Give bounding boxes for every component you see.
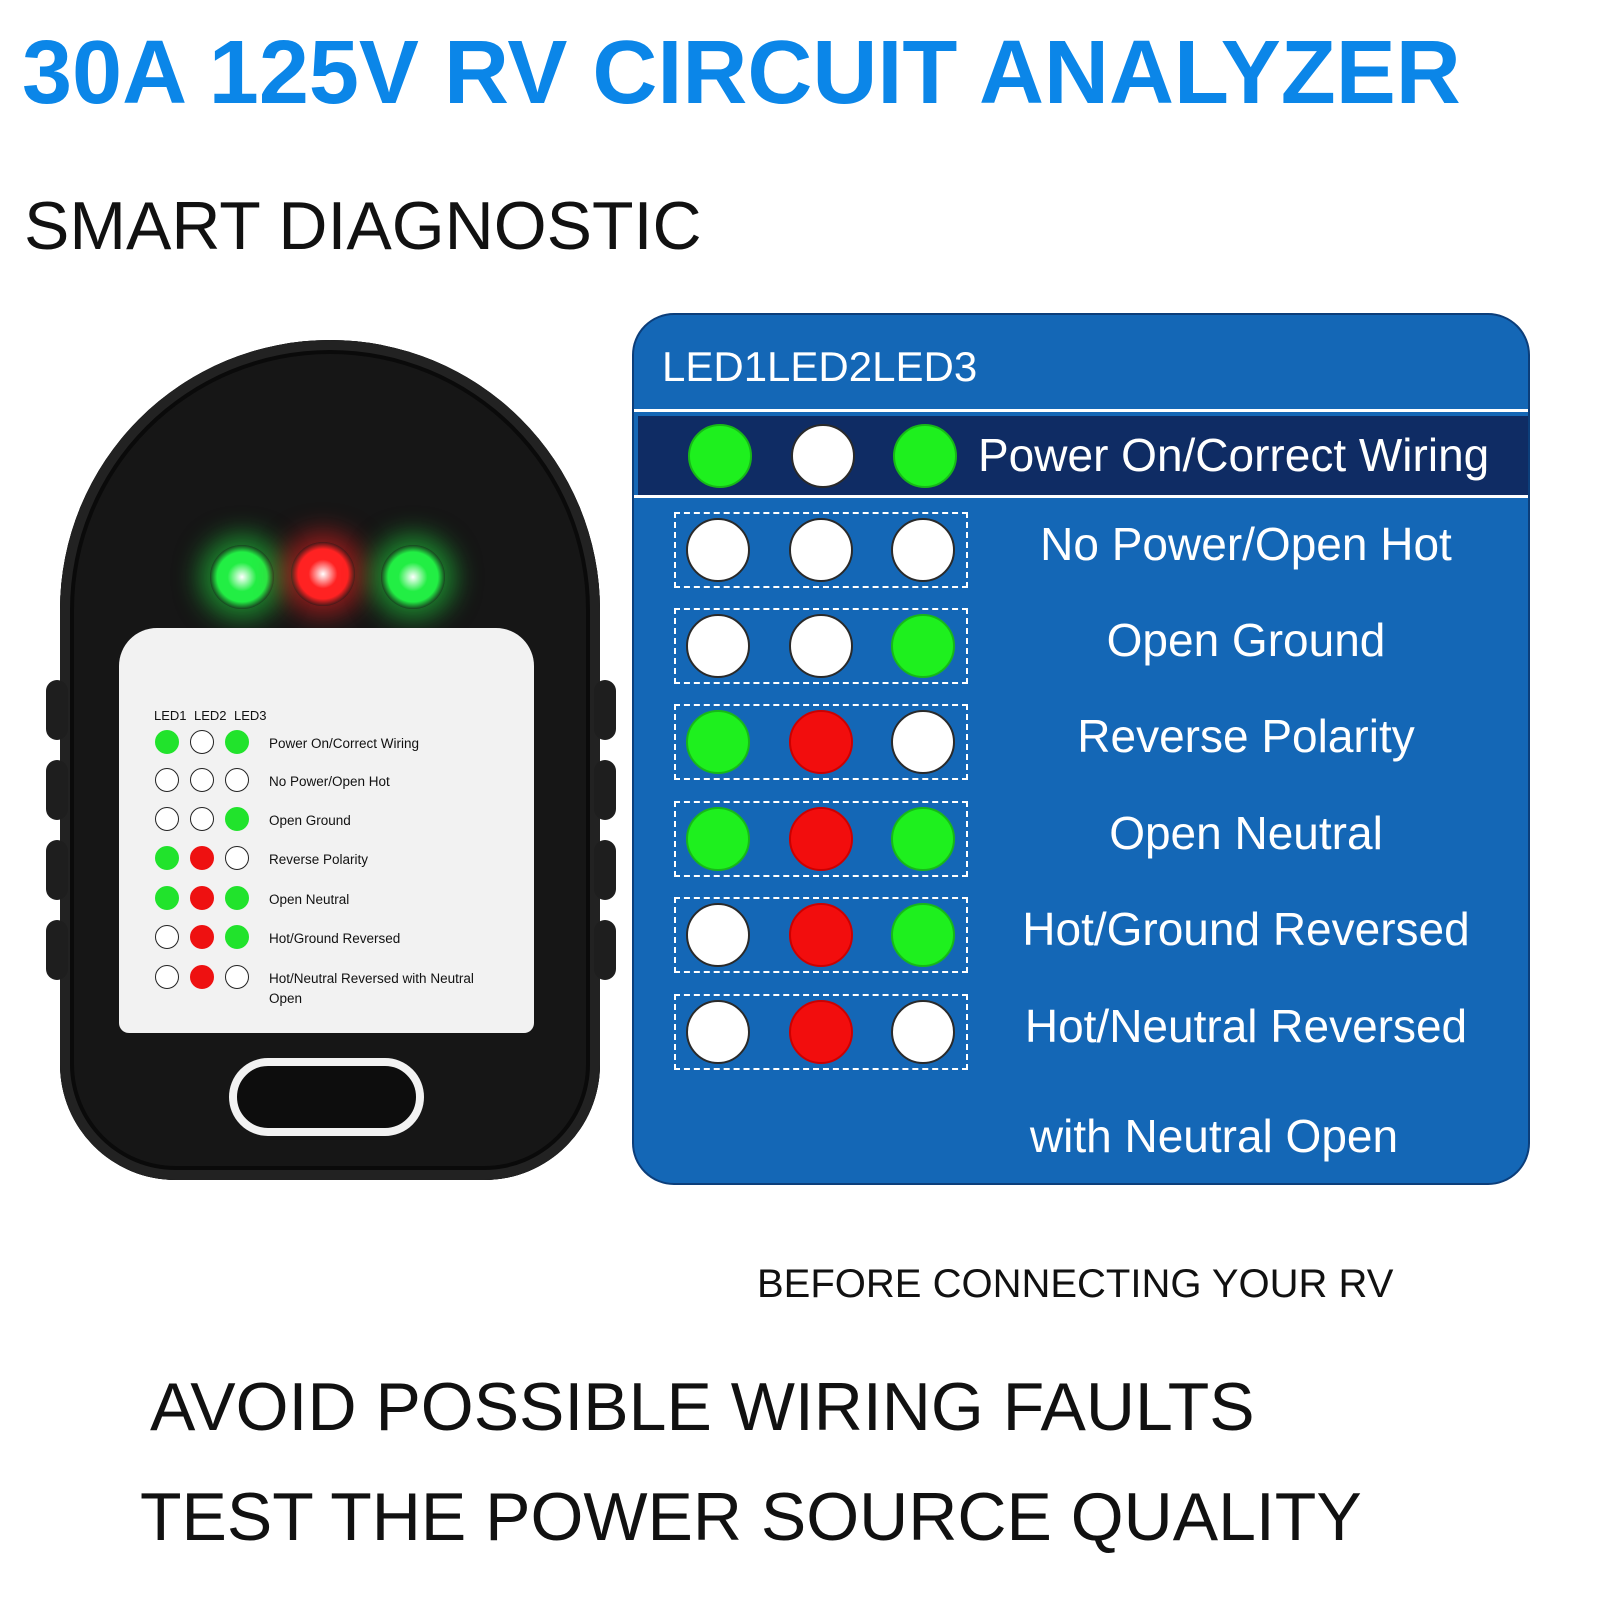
led-indicator-off [891, 518, 955, 582]
grip-ridge [594, 840, 616, 900]
grip-ridge [594, 920, 616, 980]
grip-ridge [46, 760, 68, 820]
led-indicator-off [190, 768, 214, 792]
led-indicator-off [686, 614, 750, 678]
led-indicator-green [225, 730, 249, 754]
device-led-2 [291, 542, 355, 606]
led-indicator-green [686, 807, 750, 871]
card-header-led3: LED3 [234, 708, 267, 723]
led-indicator-off [190, 730, 214, 754]
led-indicator-off [686, 903, 750, 967]
led-indicator-green [155, 846, 179, 870]
divider [634, 495, 1528, 498]
grip-ridge [46, 920, 68, 980]
led-indicator-red [190, 846, 214, 870]
page-subtitle: SMART DIAGNOSTIC [24, 188, 702, 264]
card-legend-label: Power On/Correct Wiring [269, 736, 420, 751]
led-group-outline [674, 704, 968, 780]
table-footer-line: with Neutral Open [1029, 1110, 1399, 1162]
card-legend-label: Open Neutral [269, 892, 350, 907]
legend-row-label: Hot/Ground Reversed [1022, 903, 1470, 955]
led-indicator-green [155, 730, 179, 754]
led-legend-panel: LED1LED2LED3 Power On/Correct Wiring No … [632, 313, 1530, 1185]
card-legend-label: Open Ground [269, 813, 351, 828]
led-indicator-off [155, 768, 179, 792]
led-indicator-green [893, 424, 957, 488]
led-indicator-off [891, 710, 955, 774]
card-legend-label: Reverse Polarity [269, 852, 369, 867]
grip-ridge [46, 840, 68, 900]
device-handle [229, 1058, 424, 1136]
led-indicator-green [225, 925, 249, 949]
panel-header: LED1LED2LED3 [662, 343, 978, 390]
led-indicator-off [155, 965, 179, 989]
led-indicator-green [155, 886, 179, 910]
highlight-row-label: Power On/Correct Wiring [978, 429, 1490, 481]
led-indicator-off [225, 768, 249, 792]
legend-row-label: Hot/Neutral Reversed [1024, 1000, 1468, 1052]
led-indicator-off [791, 424, 855, 488]
led-indicator-red [190, 965, 214, 989]
legend-row-label: No Power/Open Hot [1040, 518, 1452, 570]
led-indicator-off [789, 614, 853, 678]
led-indicator-off [225, 846, 249, 870]
led-indicator-off [789, 518, 853, 582]
led-indicator-red [190, 925, 214, 949]
page-title: 30A 125V RV CIRCUIT ANALYZER [22, 23, 1461, 123]
led-indicator-green [688, 424, 752, 488]
card-legend-label: No Power/Open Hot [269, 774, 390, 789]
led-group-outline [674, 512, 968, 588]
led-indicator-green [686, 710, 750, 774]
led-indicator-green [891, 807, 955, 871]
legend-row-label: Open Neutral [1109, 807, 1383, 859]
led-indicator-red [789, 1000, 853, 1064]
test-power-text: TEST THE POWER SOURCE QUALITY [140, 1479, 1362, 1555]
led-indicator-red [789, 903, 853, 967]
card-legend-label: Hot/Neutral Reversed with Neutral Open [269, 971, 474, 1006]
led-indicator-off [225, 965, 249, 989]
device-led-3 [381, 545, 445, 609]
card-header-led2: LED2 [194, 708, 227, 723]
before-connecting-text: BEFORE CONNECTING YOUR RV [757, 1262, 1394, 1306]
led-indicator-off [686, 518, 750, 582]
divider [634, 409, 1528, 412]
led-indicator-green [225, 886, 249, 910]
led-indicator-off [891, 1000, 955, 1064]
legend-row-label: Open Ground [1106, 614, 1386, 666]
led-indicator-off [190, 807, 214, 831]
grip-ridge [46, 680, 68, 740]
led-indicator-red [190, 886, 214, 910]
card-header-led1: LED1 [154, 708, 187, 723]
led-indicator-red [789, 710, 853, 774]
highlight-row: Power On/Correct Wiring [638, 416, 1528, 495]
grip-ridge [594, 760, 616, 820]
device-led-1 [210, 545, 274, 609]
led-indicator-green [891, 903, 955, 967]
avoid-faults-text: AVOID POSSIBLE WIRING FAULTS [150, 1369, 1255, 1445]
legend-row-label: Reverse Polarity [1077, 710, 1415, 762]
led-indicator-red [789, 807, 853, 871]
grip-ridge [594, 680, 616, 740]
led-group-outline [674, 608, 968, 684]
led-indicator-off [686, 1000, 750, 1064]
led-group-outline [674, 994, 968, 1070]
led-indicator-green [225, 807, 249, 831]
card-legend-label: Hot/Ground Reversed [269, 931, 401, 946]
led-group-outline [674, 801, 968, 877]
led-indicator-green [891, 614, 955, 678]
led-indicator-off [155, 925, 179, 949]
led-indicator-off [155, 807, 179, 831]
led-group-outline [674, 897, 968, 973]
